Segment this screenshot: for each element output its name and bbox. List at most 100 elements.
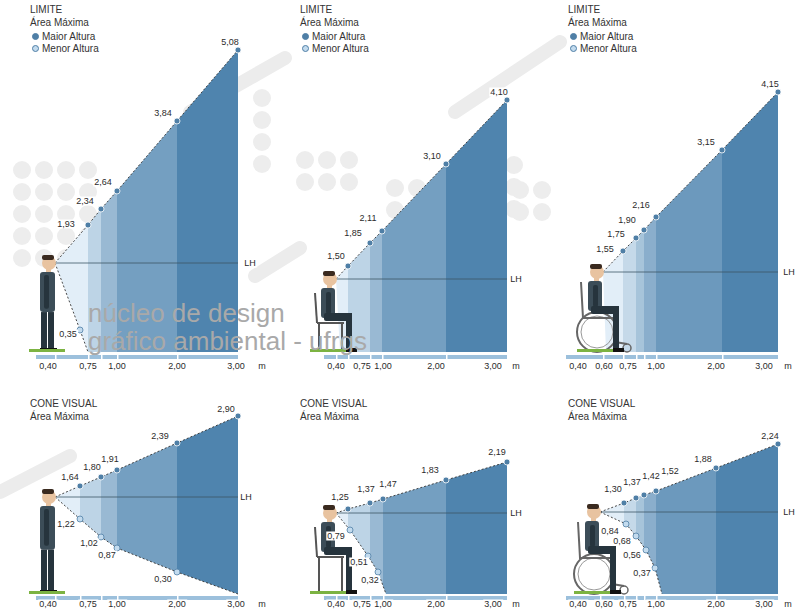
visual-field-area — [600, 0, 779, 611]
watermark-dot — [79, 161, 97, 179]
chair-frame — [317, 322, 344, 324]
watermark-dot — [511, 181, 529, 199]
distance-band — [336, 0, 349, 611]
distance-band — [623, 0, 637, 611]
grass — [577, 349, 613, 352]
watermark-dot — [57, 227, 75, 245]
value-label: 1,64 — [60, 473, 80, 482]
grass — [574, 591, 610, 594]
axis-tick: 3,00 — [483, 600, 503, 609]
axis-tick: 3,00 — [226, 362, 246, 371]
lh-line — [336, 279, 507, 280]
axis-tick: m — [257, 600, 267, 609]
lower-point — [623, 521, 629, 527]
upper-point — [504, 459, 510, 465]
upper-limit-line — [336, 100, 507, 279]
value-label: 0,79 — [326, 532, 346, 541]
lower-point — [375, 569, 381, 575]
value-label: 0,37 — [632, 569, 652, 578]
axis-break — [55, 355, 57, 359]
upper-point — [621, 500, 627, 506]
grass — [310, 591, 346, 594]
person-arm — [590, 525, 595, 547]
axis-tick: 0,40 — [568, 600, 588, 609]
lh-label: LH — [782, 268, 796, 277]
lower-point — [77, 516, 83, 522]
person-hair — [323, 505, 335, 510]
lh-line — [336, 513, 507, 514]
person-shoe — [610, 590, 621, 594]
axis-tick: 0,75 — [618, 362, 638, 371]
person-hair — [590, 264, 602, 269]
legend-entry: Menor Altura — [302, 44, 369, 54]
upper-point — [443, 477, 449, 483]
distance-band — [348, 0, 371, 611]
person-arm — [44, 509, 49, 546]
grass — [29, 591, 65, 594]
panel-title: LIMITE — [568, 5, 600, 15]
value-label: 2,19 — [487, 448, 507, 457]
value-label: 1,37 — [622, 478, 642, 487]
distance-band — [716, 0, 779, 611]
value-label: 4,10 — [489, 88, 509, 97]
value-label: 3,10 — [422, 152, 442, 161]
person-leg — [41, 312, 47, 349]
axis-tick: 0,40 — [38, 362, 58, 371]
value-label: 2,90 — [216, 405, 236, 414]
upper-point — [174, 440, 180, 446]
axis-break — [778, 355, 780, 359]
watermark-dot — [57, 161, 75, 179]
axis-tick: m — [783, 600, 793, 609]
person-hair — [42, 489, 54, 494]
panel-title: LIMITE — [300, 5, 332, 15]
person-leg — [48, 550, 54, 591]
legend-entry: Maior Altura — [32, 32, 95, 42]
person-figure — [315, 505, 357, 594]
upper-point — [235, 413, 241, 419]
axis-break — [778, 596, 780, 600]
upper-limit-line — [55, 50, 238, 263]
vision-panel — [310, 0, 510, 611]
distance-band — [656, 0, 717, 611]
panel-subtitle: Área Máxima — [30, 18, 89, 28]
person-head — [590, 265, 604, 279]
value-label: 1,93 — [56, 220, 76, 229]
watermark: gráfico ambiental - ufrgs — [88, 328, 367, 354]
watermark: núcleo de design — [88, 300, 285, 326]
legend-swatch — [570, 45, 577, 52]
person-shoe — [613, 348, 624, 352]
axis-tick: 1,00 — [373, 362, 393, 371]
visual-field-area — [336, 0, 508, 611]
upper-limit-line — [603, 92, 778, 272]
person-shoe — [346, 590, 357, 594]
watermark-dot — [318, 173, 336, 191]
person-shin — [613, 306, 619, 348]
value-label: 1,80 — [82, 463, 102, 472]
panel-subtitle: Área Máxima — [568, 412, 627, 422]
panel-subtitle: Área Máxima — [300, 412, 359, 422]
legend-swatch — [32, 33, 39, 40]
distance-band — [636, 0, 645, 611]
axis-break — [348, 596, 350, 600]
watermark-dot — [13, 205, 31, 223]
value-label: 0,87 — [97, 551, 117, 560]
wheelchair-rim — [578, 558, 610, 590]
lower-point — [643, 547, 649, 553]
upper-point — [85, 222, 91, 228]
upper-point — [641, 492, 647, 498]
axis-break — [238, 355, 240, 359]
vision-panel — [566, 0, 781, 611]
person-figure — [574, 504, 628, 594]
upper-point — [367, 240, 373, 246]
lh-label: LH — [782, 508, 796, 517]
lh-line — [55, 263, 238, 264]
legend-text: Menor Altura — [580, 43, 637, 54]
axis-break — [348, 355, 350, 359]
distance-band — [644, 0, 657, 611]
person-torso — [40, 272, 55, 312]
axis-tick: 2,00 — [167, 362, 187, 371]
distance-band — [370, 0, 383, 611]
upper-point — [719, 147, 725, 153]
watermark-dot — [505, 156, 523, 174]
